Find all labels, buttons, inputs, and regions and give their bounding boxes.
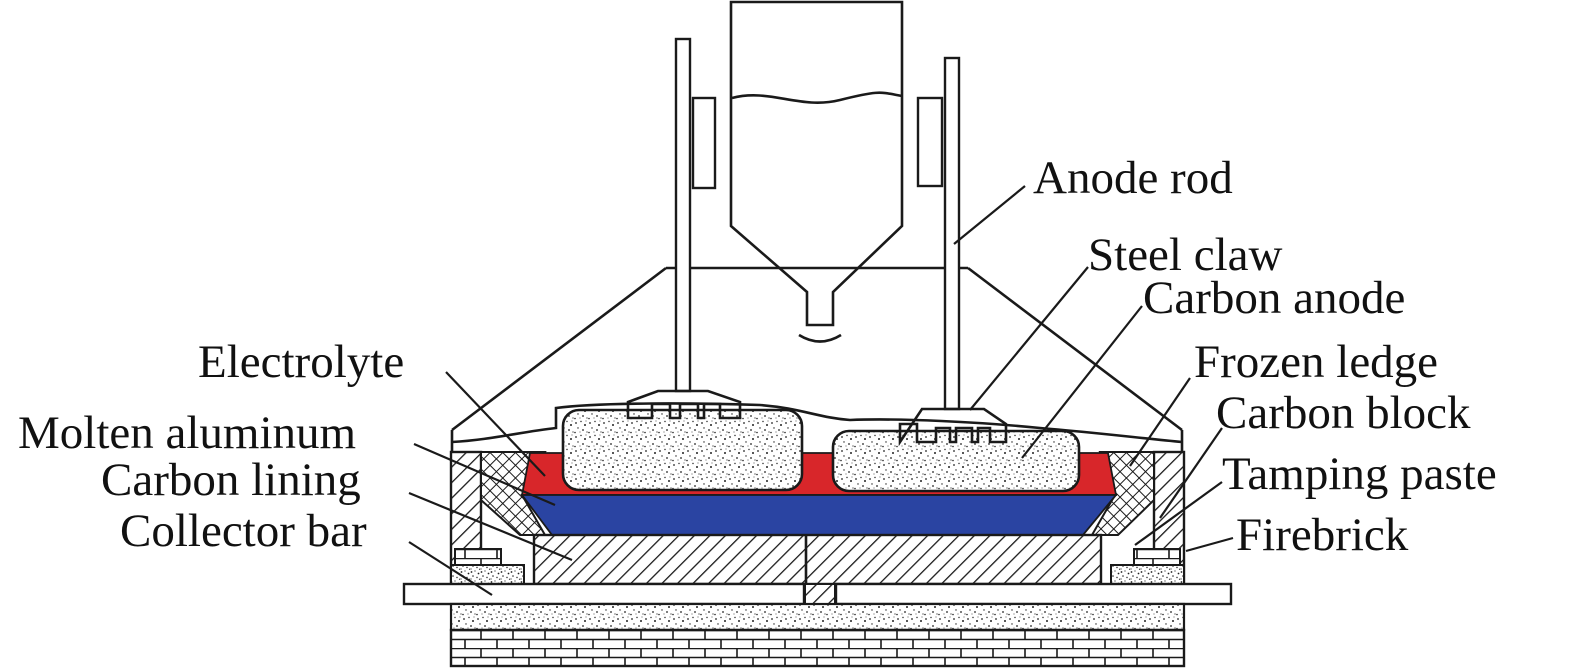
- feed-hopper: [729, 0, 904, 343]
- bottom-insulation: [449, 602, 1186, 632]
- firebrick-side: [454, 548, 1181, 566]
- anode-assembly-left: [626, 37, 742, 420]
- leader-lines: [408, 185, 1234, 596]
- label-electrolyte: Electrolyte: [198, 336, 404, 388]
- label-carbon-lining: Carbon lining: [101, 454, 361, 506]
- carbon-anode-left: [561, 408, 804, 492]
- carbon-block: [532, 533, 1103, 605]
- label-carbon-anode: Carbon anode: [1143, 272, 1405, 324]
- cell-hood: [451, 266, 1183, 432]
- label-frozen-ledge: Frozen ledge: [1194, 336, 1438, 388]
- label-firebrick: Firebrick: [1236, 509, 1409, 561]
- crust-layer: [451, 402, 1183, 444]
- molten-aluminum-region: [520, 494, 1118, 536]
- label-collector-bar: Collector bar: [120, 505, 367, 557]
- label-tamping-paste: Tamping paste: [1222, 448, 1497, 500]
- anode-assembly-right: [898, 56, 1008, 447]
- label-steel-claw: Steel claw: [1088, 229, 1283, 281]
- label-carbon-block: Carbon block: [1216, 387, 1471, 439]
- label-anode-rod: Anode rod: [1033, 152, 1233, 204]
- firebrick-bottom: [449, 628, 1186, 668]
- label-molten-aluminum: Molten aluminum: [18, 407, 356, 459]
